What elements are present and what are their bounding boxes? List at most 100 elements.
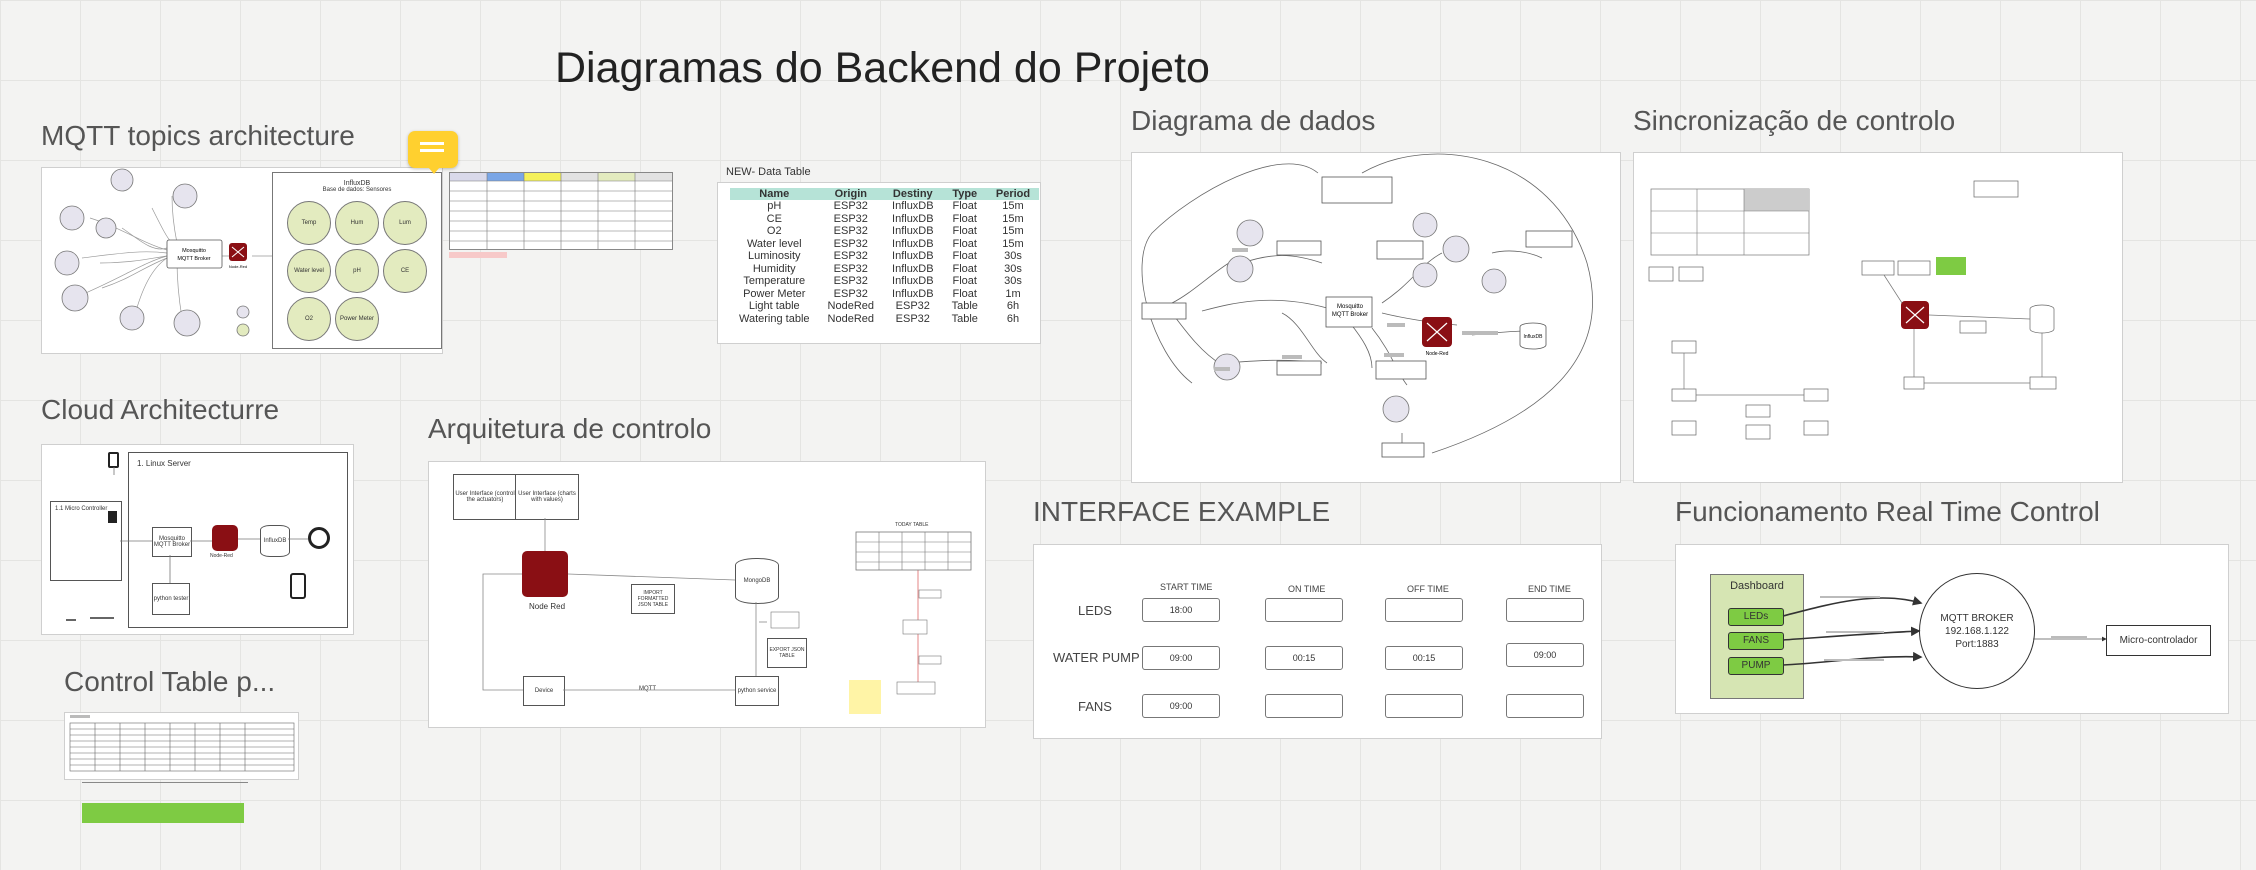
topic-color-table[interactable]: [449, 172, 673, 250]
arq-python-service: python service: [735, 676, 779, 706]
table-cell: InfluxDB: [892, 262, 934, 275]
influx-bucket-title: InfluxDB: [343, 180, 371, 187]
frame-control-table[interactable]: [64, 712, 299, 780]
cloud-node-red-label: Node-Red: [210, 553, 233, 559]
leds-off-time-input[interactable]: [1385, 598, 1463, 622]
fans-start-time-input[interactable]: 09:00: [1142, 694, 1220, 718]
frame-title-interface[interactable]: INTERFACE EXAMPLE: [1033, 496, 1331, 527]
table-cell: 15m: [1002, 225, 1024, 237]
arq-mongodb: MongoDB: [735, 558, 779, 604]
arq-ui-charts: User Interface (charts with values): [515, 474, 579, 520]
frame-realtime[interactable]: Dashboard LEDs FANS PUMP MQTT BROKER 192…: [1675, 544, 2229, 714]
arq-sticky-note: [849, 680, 881, 714]
table-cell: O2: [766, 225, 782, 237]
mobile-phone-icon: [290, 573, 306, 599]
pump-off-time-input[interactable]: 00:15: [1385, 646, 1463, 670]
table-cell: 30s: [1004, 275, 1022, 287]
row-label-leds: LEDS: [1078, 603, 1112, 618]
leds-on-time-input[interactable]: [1265, 598, 1343, 622]
linux-server-label: 1. Linux Server: [137, 459, 191, 468]
col-on-time: ON TIME: [1288, 584, 1326, 594]
table-cell: 15m: [1002, 237, 1024, 250]
frame-title-arq[interactable]: Arquitetura de controlo: [428, 413, 712, 444]
data-table-header: Origin: [818, 188, 884, 200]
cloud-influx-node: InfluxDB: [260, 525, 290, 557]
frame-title-control-table[interactable]: Control Table p...: [64, 666, 276, 697]
mqtt-broker-title: MQTT BROKER: [1940, 612, 2014, 624]
frame-title-dados[interactable]: Diagrama de dados: [1131, 105, 1376, 136]
table-cell: 1m: [1005, 287, 1021, 300]
dados-broker-label: Mosquitto: [1337, 304, 1364, 310]
influx-bucket-bubble: Temp: [287, 201, 331, 245]
comment-icon[interactable]: [408, 131, 458, 174]
frame-title-realtime[interactable]: Funcionamento Real Time Control: [1675, 496, 2100, 527]
leds-start-time-input[interactable]: 18:00: [1142, 598, 1220, 622]
frame-cloud[interactable]: 1. Linux Server 1.1 Micro Controller Mos…: [41, 444, 354, 635]
leds-button[interactable]: LEDs: [1728, 608, 1784, 626]
pump-start-time-input[interactable]: 09:00: [1142, 646, 1220, 670]
dashboard-label: Dashboard: [1730, 580, 1784, 592]
table-cell: Float: [952, 275, 977, 287]
fans-on-time-input[interactable]: [1265, 694, 1343, 718]
linux-server-box: 1. Linux Server: [128, 452, 348, 628]
table-cell: NodeRed: [827, 300, 875, 312]
row-label-fans: FANS: [1078, 699, 1112, 714]
table-cell: ESP32: [833, 237, 868, 250]
arq-device-left: Device: [523, 676, 565, 706]
table-cell: NodeRed: [827, 312, 875, 325]
frame-interface[interactable]: START TIME ON TIME OFF TIME END TIME LED…: [1033, 544, 1602, 739]
fans-end-time-input[interactable]: [1506, 694, 1584, 718]
fans-button[interactable]: FANS: [1728, 632, 1784, 650]
data-table-header: Destiny: [883, 188, 943, 200]
table-cell: Float: [952, 200, 977, 212]
phone-icon: [108, 452, 119, 468]
pump-end-time-input[interactable]: 09:00: [1506, 643, 1584, 667]
table-cell: 6h: [1006, 312, 1020, 325]
frame-title-mqtt[interactable]: MQTT topics architecture: [41, 120, 355, 151]
sinc-diagram: [1648, 180, 2057, 440]
table-cell: 6h: [1006, 300, 1020, 312]
table-cell: Float: [952, 250, 977, 262]
pump-button[interactable]: PUMP: [1728, 657, 1784, 675]
frame-title-sinc[interactable]: Sincronização de controlo: [1633, 105, 1956, 136]
frame-mqtt[interactable]: Mosquitto MQTT Broker Node-Red InfluxDB …: [41, 167, 443, 354]
topic-table-note: [449, 252, 507, 258]
table-cell: ESP32: [833, 200, 868, 212]
table-cell: Power Meter: [743, 287, 806, 300]
pump-on-time-input[interactable]: 00:15: [1265, 646, 1343, 670]
data-table-caption: NEW- Data Table: [726, 166, 811, 178]
svg-text:Node-Red: Node-Red: [229, 264, 247, 269]
grafana-icon: [308, 527, 330, 549]
table-cell: InfluxDB: [892, 250, 934, 262]
leds-end-time-input[interactable]: [1506, 598, 1584, 622]
table-cell: Table: [951, 312, 978, 325]
row-label-water-pump: WATER PUMP: [1053, 650, 1140, 665]
mqtt-broker-ip: 192.168.1.122: [1945, 625, 2009, 637]
micro-controller-label: 1.1 Micro Controller: [55, 506, 108, 512]
frame-arq[interactable]: User Interface (control the actuators) U…: [428, 461, 986, 728]
arq-node-red-label: Node Red: [529, 602, 566, 611]
fans-off-time-input[interactable]: [1385, 694, 1463, 718]
table-cell: Table: [951, 300, 978, 312]
frame-title-cloud[interactable]: Cloud Architecturre: [41, 394, 280, 425]
influx-bucket-bubble: Hum: [335, 201, 379, 245]
control-table-green-bar[interactable]: [82, 803, 244, 823]
frame-sinc[interactable]: [1633, 152, 2123, 483]
page-title: Diagramas do Backend do Projeto: [555, 44, 1210, 92]
mqtt-broker-label: Mosquitto: [182, 248, 206, 254]
mqtt-diagram: Mosquitto MQTT Broker Node-Red: [54, 168, 272, 337]
mqtt-broker-port: Port:1883: [1955, 638, 1999, 650]
svg-text:InfluxDB: InfluxDB: [1524, 334, 1544, 340]
frame-dados[interactable]: Mosquitto MQTT Broker Node-Red InfluxDB: [1131, 152, 1621, 483]
dashboard-panel: Dashboard: [1710, 574, 1804, 699]
data-table-header: Period: [986, 188, 1040, 200]
influx-bucket-bubble: O2: [287, 297, 331, 341]
